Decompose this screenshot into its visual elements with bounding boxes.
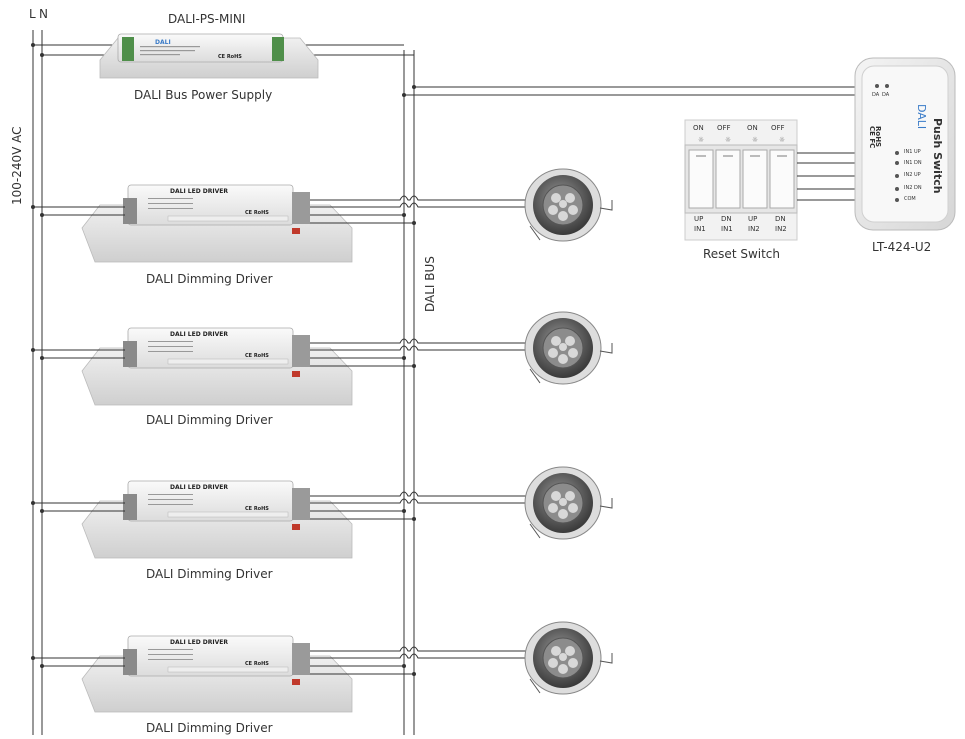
- reset-switch-bottom-label-3b: IN2: [748, 225, 760, 233]
- mains-L-label: L: [29, 7, 36, 21]
- reset-switch-bottom-label-3a: UP: [748, 215, 758, 223]
- reset-switch-bottom-label-1a: UP: [694, 215, 704, 223]
- driver-caption-4: DALI Dimming Driver: [146, 721, 273, 735]
- reset-switch-bottom-label-1b: IN1: [694, 225, 706, 233]
- driver-device-3: DALI LED DRIVER CE RoHS: [81, 480, 353, 559]
- reset-switch-bottom-label-2a: DN: [721, 215, 732, 223]
- svg-text:CE RoHS: CE RoHS: [245, 210, 269, 216]
- push-switch-rohs: RoHS: [874, 126, 882, 148]
- svg-text:DALI LED DRIVER: DALI LED DRIVER: [170, 331, 228, 338]
- push-switch-terminal-5: COM: [904, 196, 916, 202]
- svg-text:CE RoHS: CE RoHS: [218, 54, 242, 60]
- power-supply-title: DALI-PS-MINI: [168, 12, 246, 26]
- reset-switch-top-label-4: OFF: [771, 124, 785, 132]
- reset-switch-caption: Reset Switch: [703, 247, 781, 261]
- push-switch-terminal-4: IN2 DN: [904, 185, 922, 191]
- mains-voltage-label: 100-240V AC: [10, 126, 24, 205]
- svg-text:☼: ☼: [698, 136, 704, 144]
- push-switch-terminal-3: IN2 UP: [904, 172, 921, 178]
- push-switch-da-2: DA: [882, 92, 890, 98]
- driver-device-4: DALI LED DRIVER CE RoHS: [81, 635, 353, 713]
- push-switch-brand: DALI: [915, 104, 928, 130]
- reset-switch-top-label-2: OFF: [717, 124, 731, 132]
- power-supply-device: DALI CE RoHS: [99, 33, 319, 79]
- svg-text:CE RoHS: CE RoHS: [245, 353, 269, 359]
- reset-switch-bottom-label-4a: DN: [775, 215, 786, 223]
- svg-text:☼: ☼: [779, 136, 785, 144]
- push-switch-title: Push Switch: [931, 118, 944, 194]
- svg-text:☼: ☼: [752, 136, 758, 144]
- svg-text:DALI: DALI: [155, 39, 171, 46]
- push-switch-terminal-1: IN1 UP: [904, 149, 921, 155]
- mains-lines: [32, 30, 43, 735]
- svg-text:DALI LED DRIVER: DALI LED DRIVER: [170, 188, 228, 195]
- driver-caption-1: DALI Dimming Driver: [146, 272, 273, 286]
- push-switch-da-1: DA: [872, 92, 880, 98]
- svg-text:☼: ☼: [725, 136, 731, 144]
- reset-switch-device: ☼ ☼ ☼ ☼: [684, 119, 798, 241]
- svg-text:DALI LED DRIVER: DALI LED DRIVER: [170, 639, 228, 646]
- driver-device-2: DALI LED DRIVER CE RoHS: [81, 327, 353, 406]
- led-downlight-3: [524, 466, 613, 540]
- reset-switch-top-label-1: ON: [693, 124, 704, 132]
- reset-switch-top-label-3: ON: [747, 124, 758, 132]
- svg-text:CE RoHS: CE RoHS: [245, 506, 269, 512]
- driver-wiring: [33, 195, 530, 675]
- led-downlight-1: [524, 168, 613, 242]
- push-switch-caption: LT-424-U2: [872, 240, 932, 254]
- driver-caption-3: DALI Dimming Driver: [146, 567, 273, 581]
- push-switch-terminal-2: IN1 DN: [904, 160, 922, 166]
- led-downlight-2: [524, 311, 613, 385]
- svg-text:CE RoHS: CE RoHS: [245, 661, 269, 667]
- driver-caption-2: DALI Dimming Driver: [146, 413, 273, 427]
- mains-N-label: N: [39, 7, 48, 21]
- push-switch-device: [854, 57, 956, 231]
- junction-dots: [31, 43, 416, 676]
- reset-switch-bottom-label-4b: IN2: [775, 225, 787, 233]
- dali-bus-label: DALI BUS: [423, 256, 437, 312]
- svg-text:DALI LED DRIVER: DALI LED DRIVER: [170, 484, 228, 491]
- driver-device-1: DALI LED DRIVER CE RoHS: [81, 184, 353, 263]
- reset-switch-bottom-label-2b: IN1: [721, 225, 733, 233]
- led-downlight-4: [524, 621, 613, 695]
- power-supply-caption: DALI Bus Power Supply: [134, 88, 273, 102]
